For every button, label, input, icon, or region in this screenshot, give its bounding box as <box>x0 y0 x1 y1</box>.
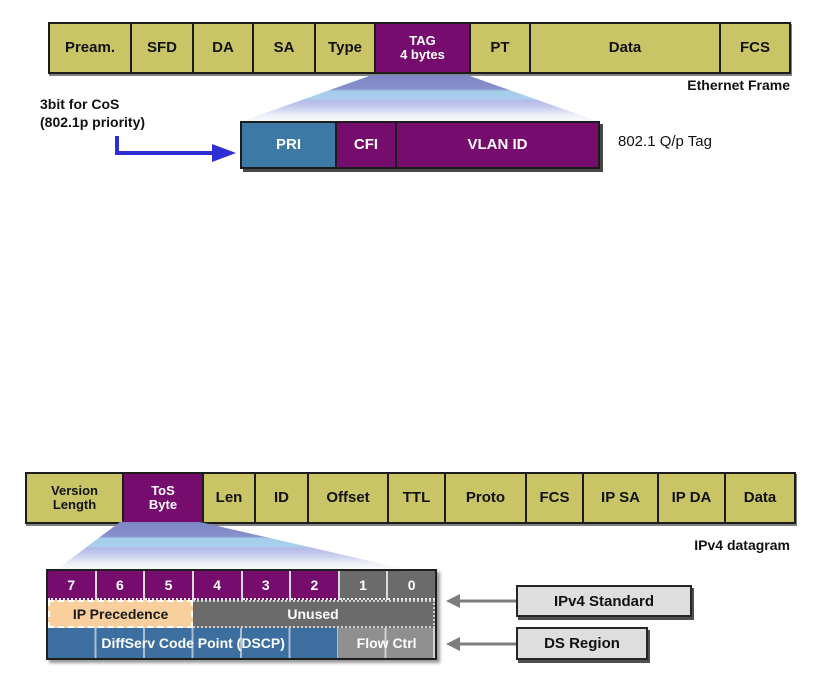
dot1q-tag-caption: 802.1 Q/p Tag <box>618 133 712 150</box>
ip-precedence-segment: IP Precedence <box>48 600 194 628</box>
ip-field-ip-sa: IP SA <box>582 474 657 522</box>
bit-6: 6 <box>96 571 146 600</box>
unused-segment: Unused <box>193 600 435 628</box>
ipv4-datagram-caption: IPv4 datagram <box>694 537 790 553</box>
cos-annotation: 3bit for CoS (802.1p priority) <box>40 95 145 131</box>
ds-region-arrow <box>446 637 516 651</box>
ds-region-label: DS Region <box>516 627 648 660</box>
bit-1: 1 <box>339 571 389 600</box>
ipv4-standard-arrow <box>446 594 516 608</box>
ip-field-data: Data <box>724 474 794 522</box>
bit-7: 7 <box>48 571 97 600</box>
tag-field-pri: PRI <box>242 123 335 167</box>
ip-field-ip-da: IP DA <box>657 474 724 522</box>
ethernet-frame-caption: Ethernet Frame <box>687 77 790 93</box>
eth-field-sa: SA <box>252 24 314 72</box>
eth-field-pt: PT <box>469 24 529 72</box>
ip-field-fcs: FCS <box>525 474 582 522</box>
ip-field-proto: Proto <box>444 474 525 522</box>
bit-0: 0 <box>388 571 435 600</box>
bit-2: 2 <box>291 571 340 600</box>
tag-field-vlan-id: VLAN ID <box>395 123 598 167</box>
eth-field-type: Type <box>314 24 374 72</box>
cos-annotation-line1: 3bit for CoS <box>40 96 120 112</box>
eth-field-data: Data <box>529 24 719 72</box>
ip-field-offset: Offset <box>307 474 387 522</box>
ds-region-row: DiffServ Code Point (DSCP) Flow Ctrl <box>48 628 435 658</box>
ip-field-id: ID <box>254 474 307 522</box>
tos-byte-detail-block: 7 6 5 4 3 2 1 0 IP Precedence Unused Dif… <box>46 569 437 660</box>
ipv4-standard-label: IPv4 Standard <box>516 585 692 617</box>
eth-field-tag: TAG 4 bytes <box>374 24 469 72</box>
bit-number-row: 7 6 5 4 3 2 1 0 <box>48 571 435 600</box>
bit-5: 5 <box>145 571 194 600</box>
tag-field-cfi: CFI <box>335 123 395 167</box>
tos-zoom-funnel <box>56 522 409 570</box>
cos-annotation-line2: (802.1p priority) <box>40 114 146 131</box>
ethernet-frame-row: Pream. SFD DA SA Type TAG 4 bytes PT Dat… <box>48 22 791 74</box>
tag-zoom-funnel <box>240 75 600 122</box>
eth-field-da: DA <box>192 24 252 72</box>
eth-field-sfd: SFD <box>130 24 192 72</box>
dot1q-tag-row: PRI CFI VLAN ID <box>240 121 600 169</box>
ip-field-len: Len <box>202 474 254 522</box>
ipv4-standard-row: IP Precedence Unused <box>48 600 435 628</box>
ip-field-tos-byte: ToS Byte <box>122 474 202 522</box>
cos-arrow <box>115 136 236 162</box>
flow-ctrl-segment: Flow Ctrl <box>338 628 435 658</box>
dscp-segment: DiffServ Code Point (DSCP) <box>48 628 339 658</box>
ipv4-datagram-row: Version Length ToS Byte Len ID Offset TT… <box>25 472 796 524</box>
ip-field-ttl: TTL <box>387 474 444 522</box>
eth-field-preamble: Pream. <box>50 24 130 72</box>
bit-3: 3 <box>242 571 292 600</box>
ip-field-version-length: Version Length <box>27 474 122 522</box>
eth-field-fcs: FCS <box>719 24 789 72</box>
bit-4: 4 <box>193 571 243 600</box>
